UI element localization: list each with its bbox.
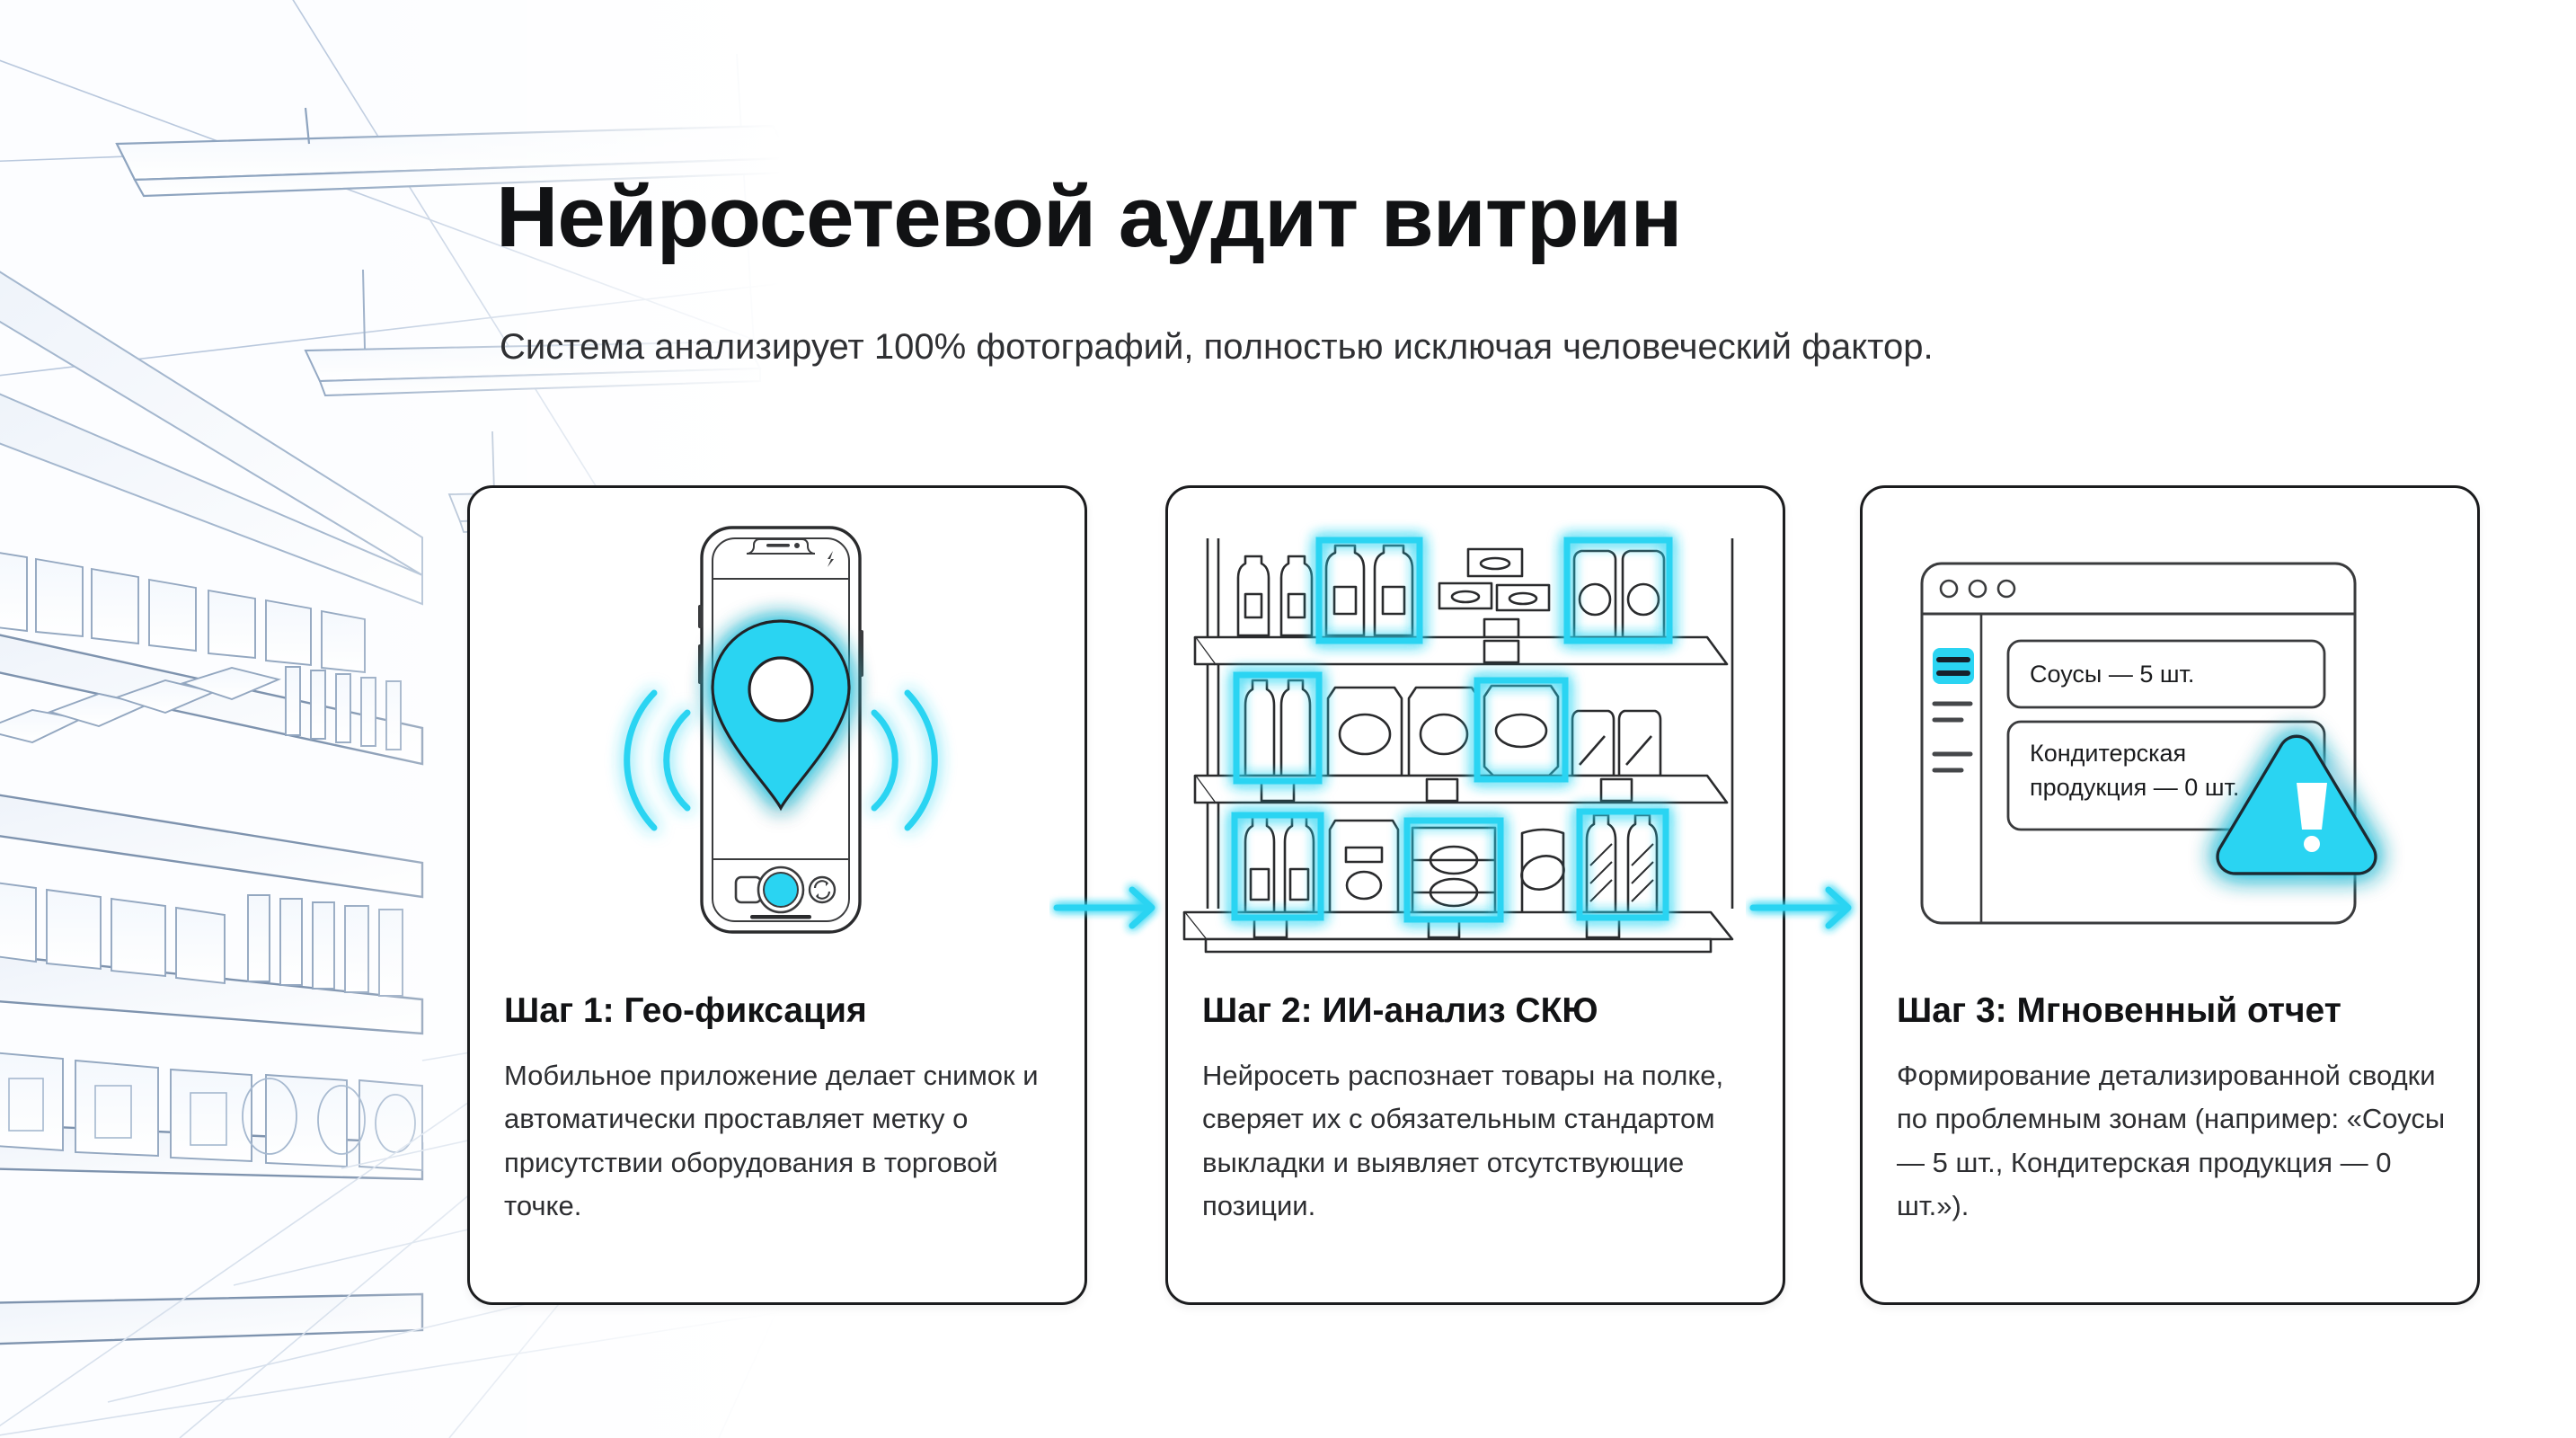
- step-card-2: Шаг 2: ИИ-анализ СКЮ Нейросеть распознае…: [1165, 485, 1785, 1305]
- step-3-body: Формирование детализированной сводки по …: [1897, 1060, 2446, 1222]
- step-3-heading: Шаг 3: Мгновенный отчет: [1897, 991, 2341, 1030]
- window-dot-2: [1968, 579, 1987, 599]
- report-row-1-text: Соусы — 5 шт.: [2030, 661, 2194, 688]
- shelf-1-products: [1236, 544, 1666, 639]
- step-1-body: Мобильное приложение делает снимок и авт…: [504, 1060, 1039, 1222]
- flow-arrow-step2-to-step3: [1749, 886, 1852, 929]
- shelf-3-products: [1244, 813, 1659, 918]
- step-card-3: Соусы — 5 шт. Кондитерская продукция — 0…: [1860, 485, 2480, 1305]
- report-row-1: [2006, 639, 2326, 709]
- sidebar-item-active: [1933, 648, 1974, 684]
- report-window-icon: Соусы — 5 шт. Кондитерская продукция — 0…: [1920, 562, 2377, 925]
- step-1-heading: Шаг 1: Гео-фиксация: [504, 991, 867, 1030]
- step-2-heading: Шаг 2: ИИ-анализ СКЮ: [1202, 991, 1598, 1030]
- window-dot-1: [1939, 579, 1959, 599]
- step-2-body: Нейросеть распознает товары на полке, св…: [1202, 1060, 1724, 1222]
- page-title: Нейросетевой аудит витрин: [496, 169, 1682, 266]
- window-dot-3: [1996, 579, 2016, 599]
- camera-controls: [734, 865, 837, 919]
- report-rows: Соусы — 5 шт. Кондитерская продукция — 0…: [2006, 639, 2326, 831]
- shelf-ai-detection-icon: [1182, 537, 1734, 954]
- location-pin-icon: [711, 619, 851, 812]
- step-card-1: Шаг 1: Гео-фиксация Мобильное приложение…: [467, 485, 1087, 1305]
- flow-arrow-step1-to-step2: [1053, 886, 1155, 929]
- report-row-2-line2: продукция — 0 шт.: [2030, 774, 2239, 801]
- phone-geotag-icon: [624, 526, 938, 934]
- warning-triangle-icon: [2216, 734, 2377, 875]
- shelf-2-products: [1244, 679, 1662, 777]
- sidebar-menu: [1932, 648, 1974, 773]
- ai-detection-boxes: [1231, 537, 1673, 923]
- page-subtitle: Система анализирует 100% фотографий, пол…: [500, 327, 1934, 367]
- report-row-2-line1: Кондитерская: [2030, 740, 2186, 767]
